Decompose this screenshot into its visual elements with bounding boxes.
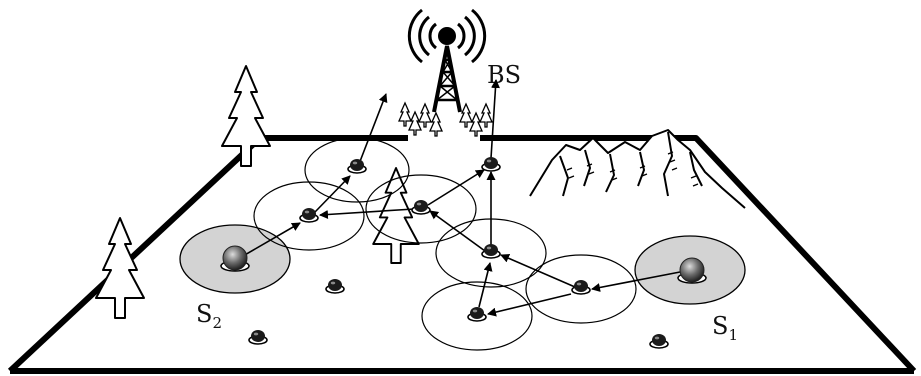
source-1-label: S1 <box>712 312 738 344</box>
sensor-node-icon <box>325 278 345 294</box>
sensor-node-icon <box>481 243 501 259</box>
sensor-node-icon <box>467 306 487 322</box>
relay-coverage-circles <box>253 137 637 351</box>
routing-arrows <box>242 79 681 317</box>
field-plane <box>7 135 917 374</box>
pine-tree-icon <box>221 65 271 167</box>
base-station-label: BS <box>487 61 521 89</box>
pine-tree-icon <box>95 217 145 319</box>
radio-tower-icon <box>407 8 487 113</box>
sensor-node-icon <box>347 158 367 174</box>
small-trees <box>398 102 493 137</box>
sensor-node-icon <box>411 199 431 215</box>
source-node-2 <box>220 245 250 272</box>
sensor-node-icon <box>481 156 501 172</box>
sensor-node-icon <box>649 333 669 349</box>
sensor-node-icon <box>571 279 591 295</box>
source-2-label: S2 <box>196 300 222 332</box>
source-node-1 <box>677 257 707 284</box>
mountain-range-icon <box>529 129 746 209</box>
sensor-node-icon <box>299 207 319 223</box>
sensor-node-icon <box>248 329 268 345</box>
pine-tree-icon <box>372 167 420 264</box>
